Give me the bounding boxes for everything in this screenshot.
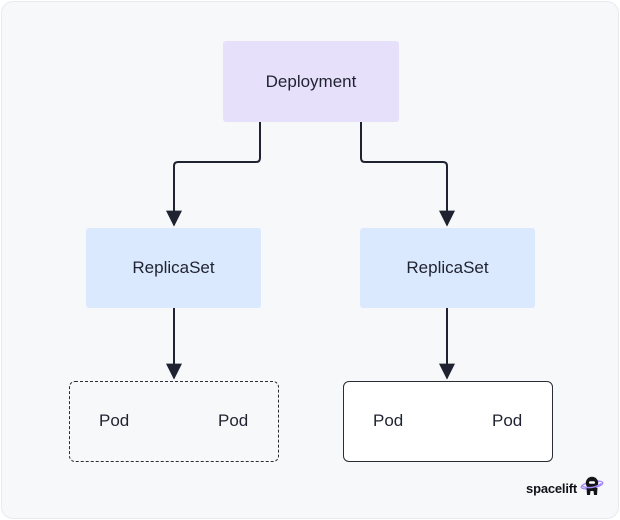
pod-label: Pod — [218, 411, 249, 430]
pod-group-solid: Pod Pod — [343, 381, 553, 462]
pod-label: Pod — [373, 411, 404, 430]
replicaset-label: ReplicaSet — [132, 258, 215, 277]
pod-label: Pod — [492, 411, 523, 430]
spacelift-logo: spacelift — [526, 475, 604, 502]
pod-label: Pod — [99, 411, 130, 430]
spacelift-astronaut-icon — [580, 475, 604, 502]
replicaset-node-right: ReplicaSet — [360, 228, 535, 308]
connector-deployment-to-replicaset-left — [166, 122, 261, 227]
deployment-label: Deployment — [265, 71, 357, 91]
connector-deployment-to-replicaset-right — [360, 122, 455, 227]
replicaset-node-left: ReplicaSet — [86, 228, 261, 308]
pod-group-dashed: Pod Pod — [69, 381, 279, 462]
replicaset-label: ReplicaSet — [406, 258, 489, 277]
deployment-node: Deployment — [223, 41, 399, 122]
logo-text: spacelift — [526, 481, 577, 496]
